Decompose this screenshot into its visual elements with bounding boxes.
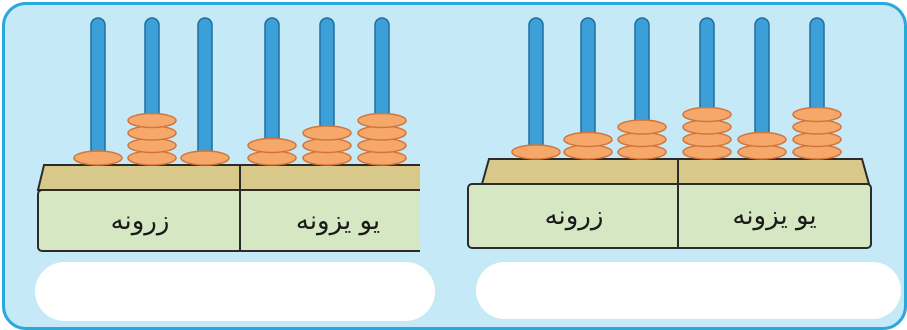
abacus-left-drawing: [36, 17, 420, 252]
abacus-bead: [737, 131, 787, 148]
abacus-bead: [73, 150, 123, 166]
label-right-place: یو یزونه: [295, 205, 381, 236]
abacus-bead: [357, 112, 407, 129]
label-left-place: زرونه: [544, 201, 604, 231]
abacus-right-drawing: [467, 17, 872, 249]
abacus-left: زرونه یو یزونه: [0, 0, 435, 330]
abacus-label-panel: [37, 189, 420, 252]
abacus-bead: [127, 112, 177, 129]
abacus-bead: [563, 131, 613, 148]
abacus-bead: [302, 125, 352, 141]
abacus-base-top: [36, 164, 420, 191]
abacus-bead: [617, 119, 667, 135]
abacus-bead: [792, 106, 842, 123]
label-right-place: یو یزونه: [732, 201, 817, 231]
label-left-place: زرونه: [110, 205, 170, 236]
abacus-bead: [511, 144, 561, 160]
answer-box-left[interactable]: [35, 262, 435, 321]
abacus-bead: [180, 150, 230, 166]
abacus-base-top: [480, 158, 871, 185]
abacus-right: زرونه یو یزونه: [432, 0, 901, 330]
answer-box-right[interactable]: [476, 262, 901, 319]
abacus-bead: [247, 137, 297, 154]
abacus-label-panel: [467, 183, 872, 249]
abacus-bead: [682, 106, 732, 123]
